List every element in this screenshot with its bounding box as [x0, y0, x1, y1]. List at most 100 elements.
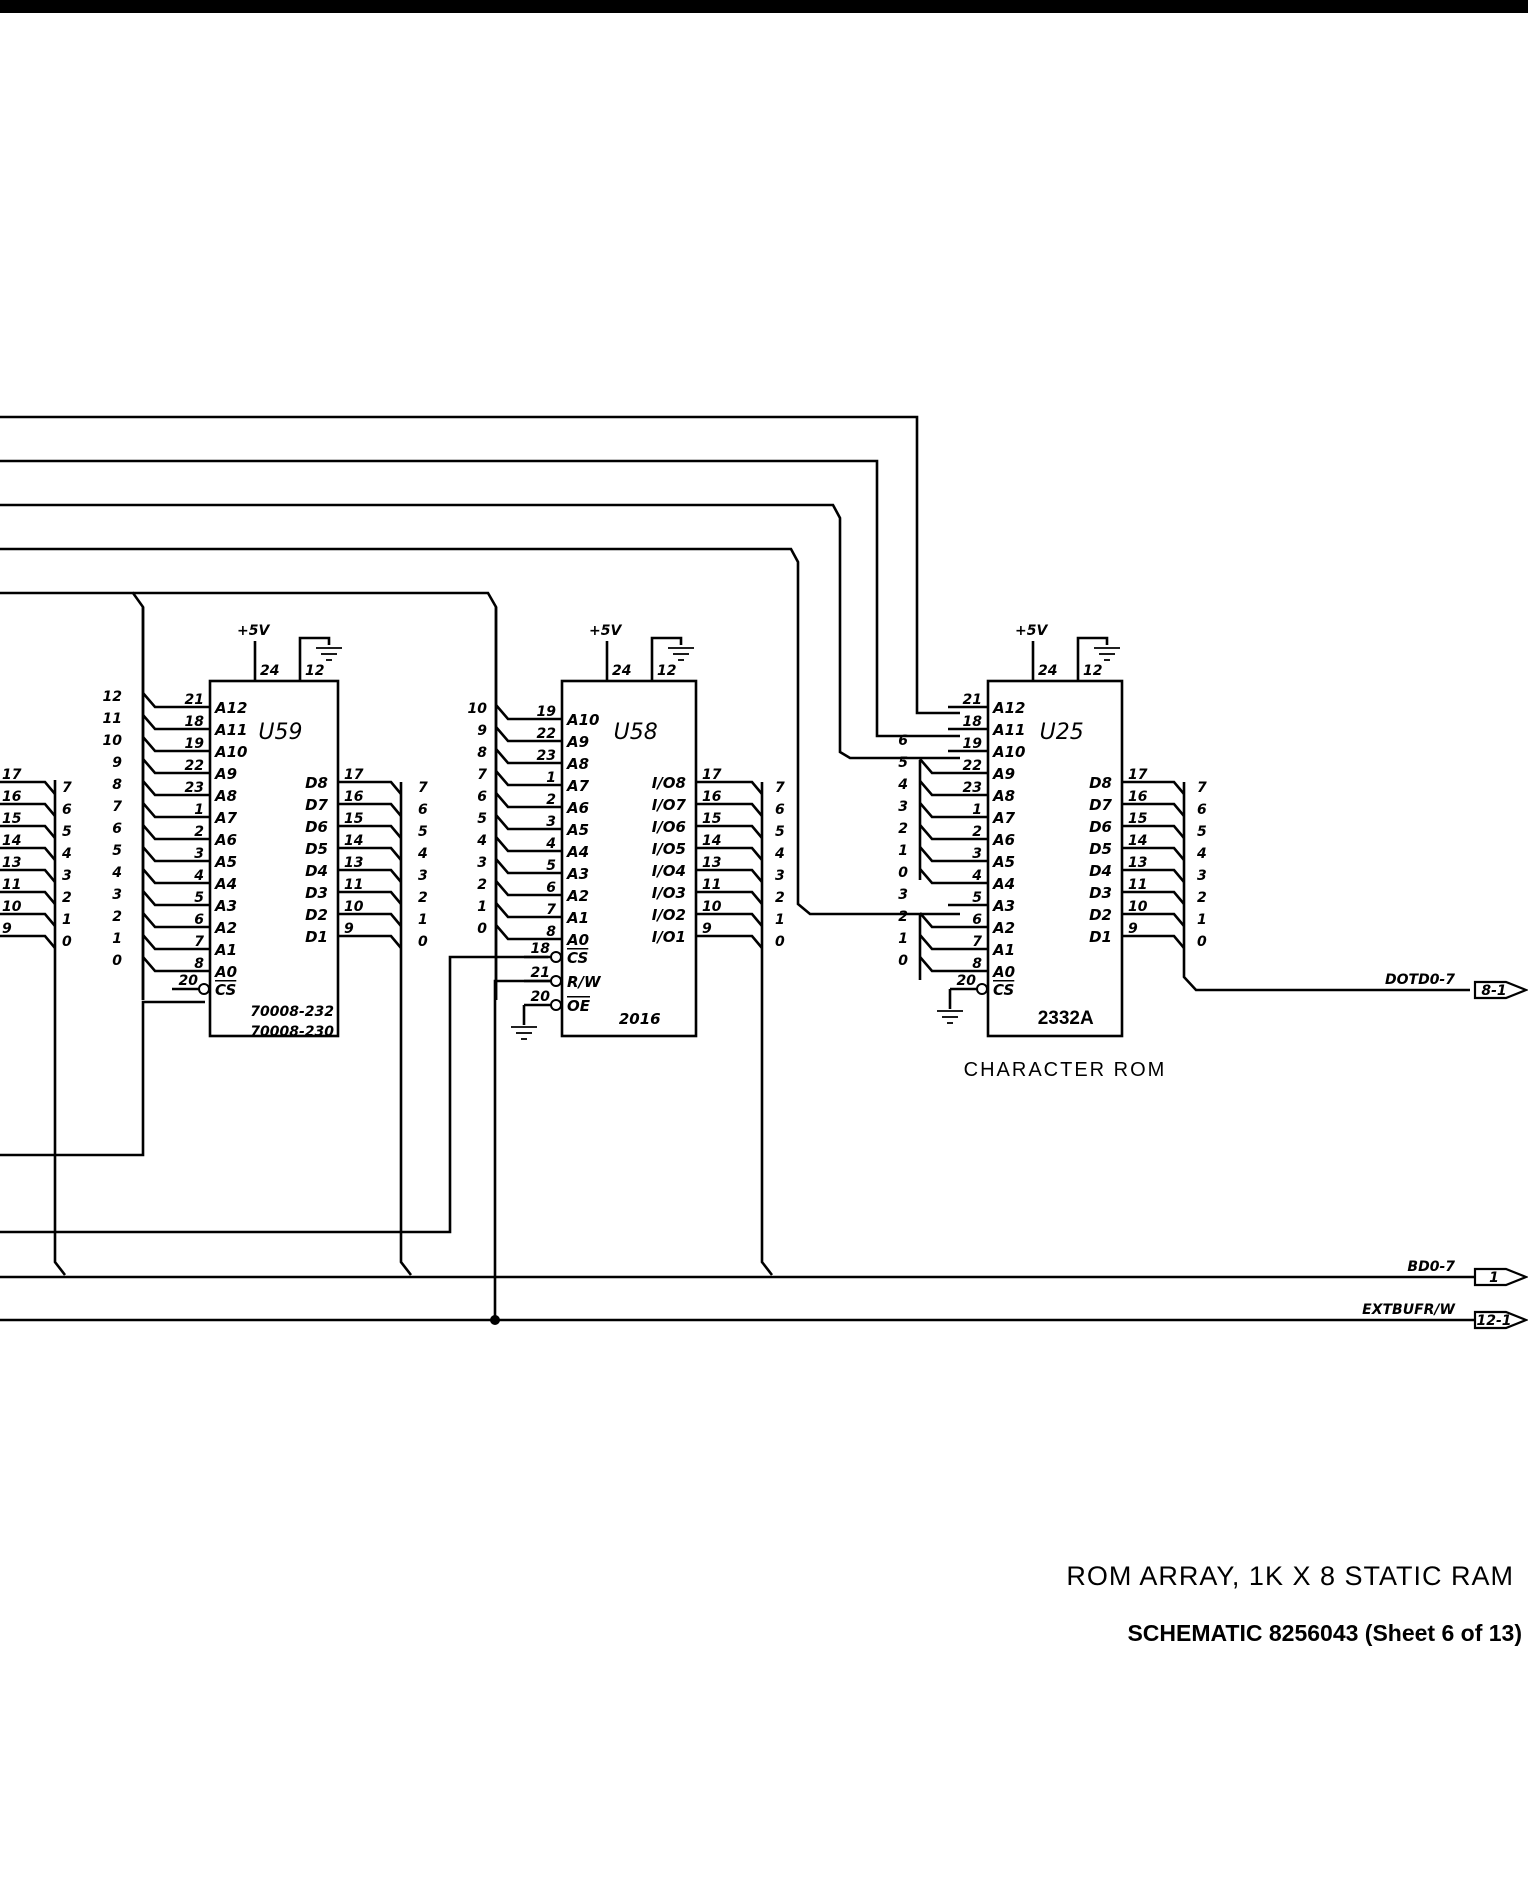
pin-wire [495, 770, 562, 787]
pin-number: 23 [185, 780, 204, 796]
pin-name: A9 [566, 733, 589, 751]
pin-number: 17 [344, 767, 364, 783]
pin-name: A12 [992, 699, 1025, 717]
pin-name: A8 [566, 755, 589, 773]
pin-wire [142, 802, 210, 819]
bus-bit-label: 5 [1197, 824, 1207, 840]
vcc-pin-number: 24 [1038, 663, 1057, 679]
bus-bit-label: 1 [477, 899, 487, 915]
pin-name: R/W [567, 973, 602, 991]
pin-number: 4 [545, 836, 556, 852]
signal-name: BD0-7 [1407, 1259, 1455, 1275]
offpage-connector-extbufr-w: EXTBUFR/W12-1 [1362, 1302, 1528, 1330]
pin-name: A5 [992, 853, 1015, 871]
pin-wire [142, 956, 210, 973]
left-bus-pin: 101 [0, 899, 72, 928]
pin-number: 1 [546, 770, 556, 786]
left-bus-pin: 166 [0, 789, 72, 818]
bus-left-partial [53, 780, 67, 1276]
bus-bit-label: 2 [62, 890, 72, 906]
pin-name: A5 [566, 821, 589, 839]
bus-bit-label: 7 [477, 767, 487, 783]
pin-number: 2 [972, 824, 982, 840]
pin-name: A7 [214, 809, 238, 827]
pin-wire [1122, 824, 1185, 839]
pin-name: A0 [214, 963, 237, 981]
offpage-arrow-icon [1473, 1267, 1528, 1287]
pin-name: I/O5 [652, 840, 686, 858]
chip-body [560, 679, 698, 1038]
bus-bit-label: 6 [477, 789, 487, 805]
pin-name: A11 [214, 721, 247, 739]
pin-number: 10 [344, 899, 364, 915]
pin-number: 15 [1128, 811, 1148, 827]
ground-icon [511, 1026, 537, 1040]
bus-bit-label: 10 [468, 701, 488, 717]
pin-number: 18 [531, 941, 551, 957]
pin-wire [142, 912, 210, 929]
ground-icon [668, 647, 694, 661]
bus-bit-label: 0 [1197, 934, 1207, 950]
pin-wire [919, 758, 988, 775]
pin-number: 14 [702, 833, 721, 849]
pin-name: D5 [1089, 840, 1112, 858]
pin-name: D3 [305, 884, 328, 902]
bus-bit-label: 0 [477, 921, 487, 937]
left-bus-pin: 112 [0, 877, 72, 906]
pin-name: A2 [214, 919, 237, 937]
pin-name: A1 [992, 941, 1015, 959]
pin-wire [919, 824, 988, 841]
pin-wire [1122, 802, 1185, 817]
pin-name: CS [215, 981, 236, 999]
pin-number: 17 [702, 767, 722, 783]
signal-name: DOTD0-7 [1385, 972, 1455, 988]
bus-bit-label: 10 [103, 733, 123, 749]
pin-number: 8 [194, 956, 204, 972]
active-low-bubble [198, 983, 210, 995]
vcc-label: +5V [237, 623, 270, 639]
active-low-bubble [550, 999, 562, 1011]
pin-number: 6 [194, 912, 204, 928]
pin-number: 19 [537, 704, 557, 720]
bus-bit-label: 3 [477, 855, 487, 871]
pin-wire [0, 846, 56, 861]
wire-u25-a11 [0, 459, 960, 738]
pin-wire [696, 912, 763, 927]
pin-name: A1 [214, 941, 237, 959]
top-border-bar [0, 0, 1528, 13]
pin-number: 13 [702, 855, 721, 871]
pin-wire [495, 704, 562, 721]
wire-u25-a3 [0, 547, 960, 916]
pin-number: 16 [1128, 789, 1148, 805]
bus-bit-label: 2 [477, 877, 487, 893]
bus-bit-label: 3 [1197, 868, 1207, 884]
pin-name: A11 [992, 721, 1025, 739]
bus-bit-label: 0 [62, 934, 72, 950]
pin-number: 22 [963, 758, 982, 774]
sheet-reference: 8-1 [1481, 983, 1506, 999]
pin-name: A1 [566, 909, 589, 927]
pin-wire [0, 780, 56, 795]
pin-wire [142, 824, 210, 841]
pin-wire [495, 726, 562, 743]
bus-bit-label: 2 [898, 909, 908, 925]
